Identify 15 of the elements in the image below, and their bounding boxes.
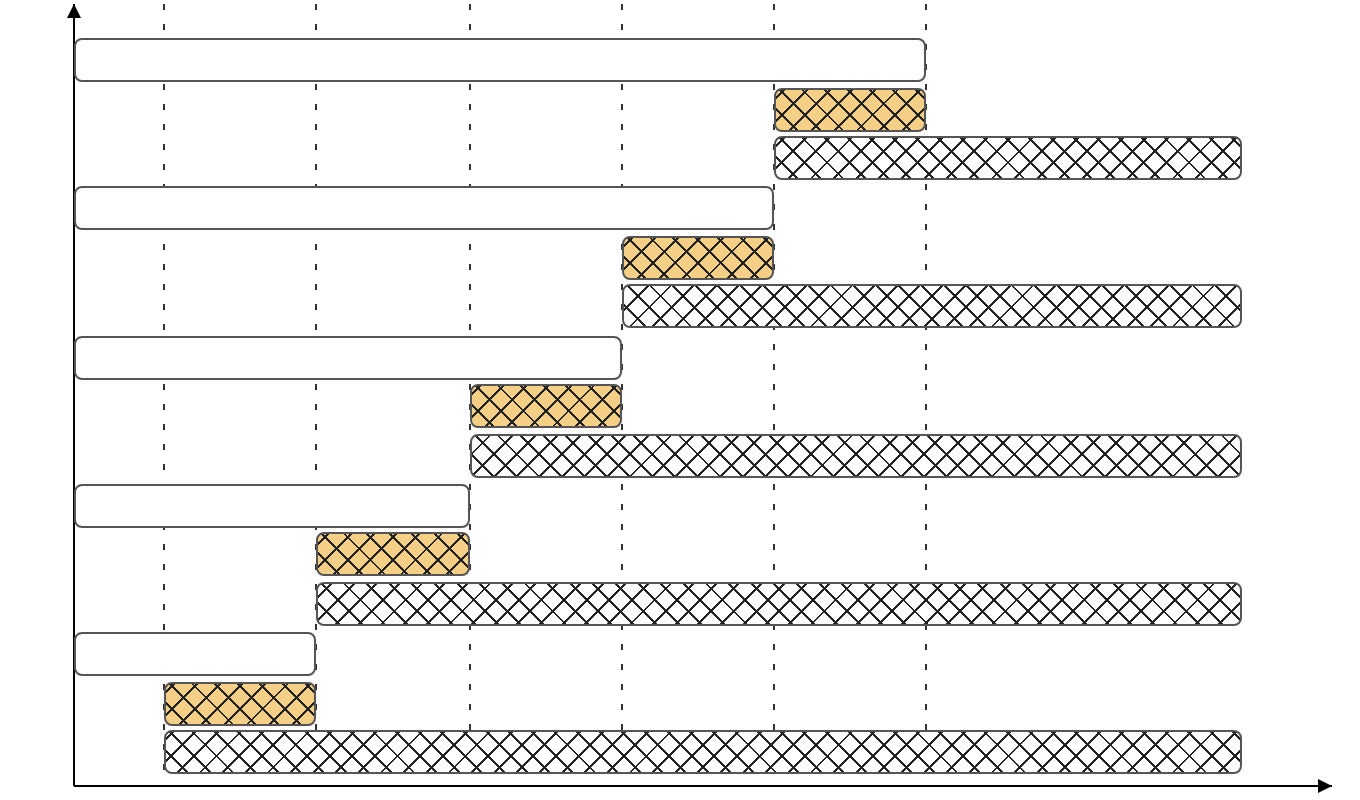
hatched-bar — [774, 136, 1242, 180]
highlighted-bar — [470, 384, 622, 429]
hatched-bar — [470, 433, 1242, 478]
plain-bar — [74, 483, 470, 528]
hatched-bar — [164, 730, 1242, 775]
plain-bar — [74, 632, 316, 677]
hatched-bar — [622, 284, 1242, 329]
highlighted-bar — [622, 235, 774, 280]
highlighted-bar — [774, 87, 926, 131]
hatched-bar — [316, 581, 1242, 626]
plain-bar — [74, 38, 926, 82]
highlighted-bar — [164, 681, 316, 726]
plain-bar — [74, 186, 774, 231]
highlighted-bar — [316, 532, 470, 577]
plain-bar — [74, 335, 622, 380]
